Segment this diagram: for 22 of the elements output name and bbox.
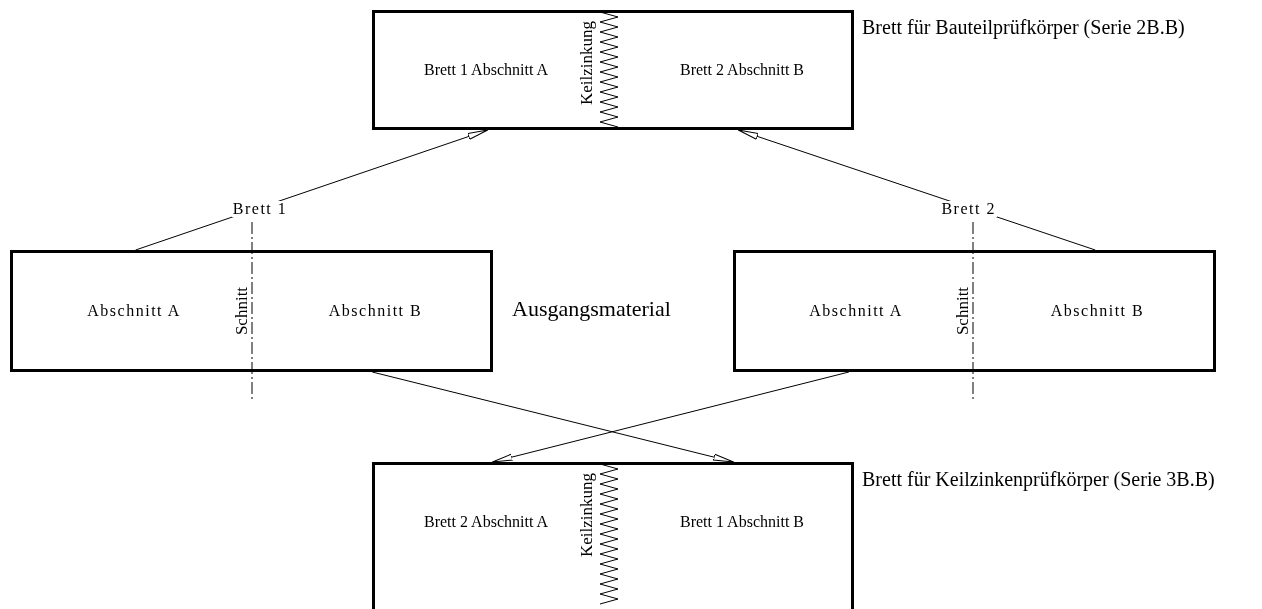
cut-label: Schnitt [953,286,974,336]
section-label: Abschnitt A [808,301,904,321]
cut-label: Schnitt [232,286,253,336]
board-box [733,250,1216,372]
arrow [492,371,850,463]
board-box [10,250,493,372]
edge-label: Brett 2 [940,201,997,218]
joint-label: Keilzinkung [577,473,597,557]
section-label: Abschnitt B [327,301,424,321]
section-label: Brett 2 Abschnitt B [679,60,805,80]
board-caption: Brett für Bauteilprüfkörper (Serie 2B.B) [862,15,1186,40]
joint-label: Keilzinkung [577,21,597,105]
section-label: Abschnitt A [86,301,182,321]
board-box [372,462,854,609]
arrow [371,371,734,463]
section-label: Brett 1 Abschnitt A [423,60,549,80]
board-box [372,10,854,130]
board-caption: Brett für Keilzinkenprüfkörper (Serie 3B.B) [862,467,1216,492]
section-label: Brett 2 Abschnitt A [423,512,549,532]
material-label: Ausgangsmaterial [512,296,671,322]
section-label: Brett 1 Abschnitt B [679,512,805,532]
section-label: Abschnitt B [1049,301,1146,321]
